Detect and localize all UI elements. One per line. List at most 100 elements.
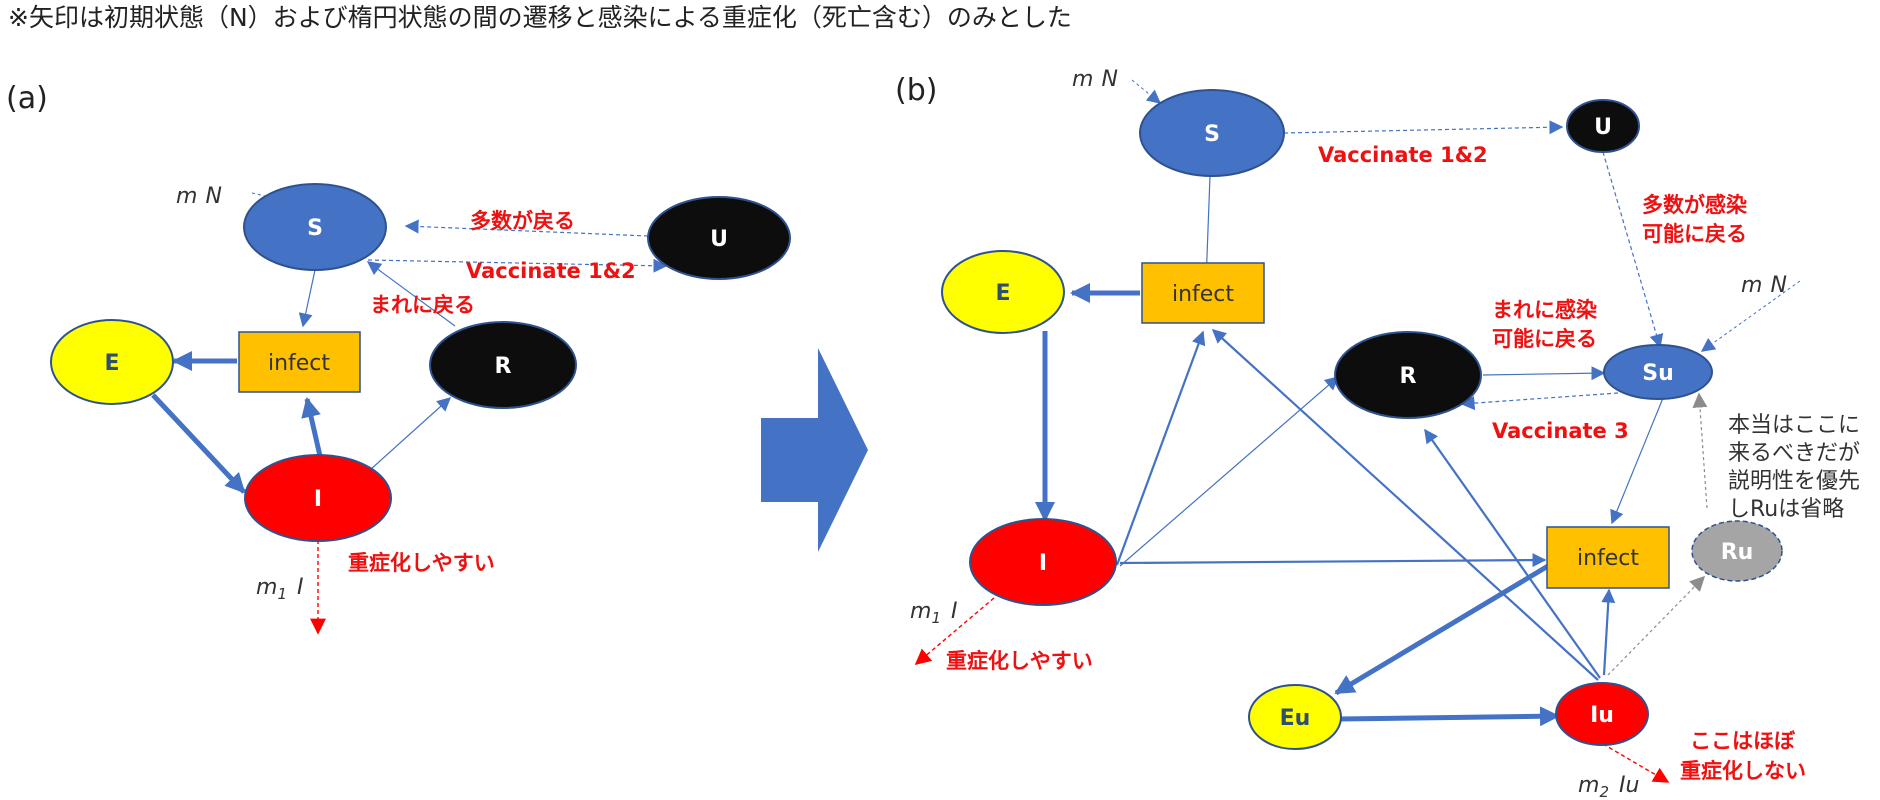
node-b-i-label: I bbox=[1039, 551, 1047, 576]
panel-a-m1: m bbox=[256, 575, 277, 600]
node-b-infect-bottom bbox=[1546, 526, 1670, 589]
panel-b-note-line3: 説明性を優先 bbox=[1728, 469, 1860, 494]
edge-b-i-severe bbox=[914, 597, 995, 666]
panel-b-label-severe: 重症化しやすい bbox=[946, 649, 1093, 673]
panel-b-note-line1: 本当はここに bbox=[1728, 413, 1860, 438]
edge-b-iu-to-infect-top bbox=[1211, 329, 1599, 681]
node-b-u-label: U bbox=[1594, 115, 1612, 140]
panel-a-inflow-n: N bbox=[205, 184, 221, 209]
node-b-ru-label: Ru bbox=[1721, 540, 1754, 565]
panel-b-label-many-line2: 可能に戻る bbox=[1642, 222, 1747, 246]
node-b-e-label: E bbox=[995, 281, 1010, 306]
edge-b-inflow-s bbox=[1131, 79, 1162, 104]
node-b-e bbox=[941, 250, 1065, 334]
panel-a-m1-sub: 1 bbox=[277, 585, 287, 603]
panel-b-label-rare-line2: 可能に戻る bbox=[1492, 327, 1597, 351]
node-a-s bbox=[243, 183, 387, 271]
panel-b-inflow2-n: N bbox=[1770, 273, 1786, 298]
node-b-r-label: R bbox=[1400, 364, 1417, 389]
node-a-r bbox=[429, 321, 577, 409]
panel-b-note-line4: しRuは省略 bbox=[1728, 497, 1844, 522]
node-a-i bbox=[244, 454, 392, 542]
node-a-s-label: S bbox=[307, 216, 323, 241]
node-a-e bbox=[50, 319, 174, 405]
node-a-e-label: E bbox=[104, 351, 119, 376]
edge-a-i-to-r bbox=[369, 397, 452, 471]
edge-b-iu-severe bbox=[1602, 743, 1670, 783]
panel-a-label-severe: 重症化しやすい bbox=[348, 551, 495, 575]
node-a-infect bbox=[238, 331, 361, 393]
edge-b-u-to-su bbox=[1602, 151, 1664, 349]
panel-a-label-vaccinate: Vaccinate 1&2 bbox=[466, 259, 636, 283]
edge-a-r-to-s bbox=[366, 261, 456, 327]
node-b-infect-top bbox=[1141, 262, 1265, 324]
transition-arrow bbox=[761, 348, 868, 552]
edge-a-e-to-i bbox=[151, 393, 246, 494]
node-b-s bbox=[1139, 89, 1285, 177]
node-b-eu-label: Eu bbox=[1280, 706, 1311, 731]
panel-b-m1: m bbox=[910, 599, 931, 624]
panel-b-inflow-m: m bbox=[1072, 67, 1093, 92]
edge-b-i-to-r bbox=[1119, 376, 1340, 567]
node-b-r bbox=[1334, 331, 1482, 419]
panel-a-label: (a) bbox=[6, 81, 48, 116]
panel-b-label: (b) bbox=[895, 73, 937, 108]
node-a-r-label: R bbox=[495, 354, 512, 379]
panel-b-inflow2-m: m bbox=[1741, 273, 1762, 298]
panel-a-inflow-m: m bbox=[176, 184, 197, 209]
edge-b-ru-to-su bbox=[1692, 392, 1708, 509]
edge-b-iu-to-ru bbox=[1607, 575, 1706, 676]
node-a-u-label: U bbox=[710, 227, 728, 252]
edge-b-infect-to-eu bbox=[1334, 560, 1555, 696]
panel-b-m1-sub: 1 bbox=[931, 609, 941, 627]
panel-b-label-vaccinate3: Vaccinate 3 bbox=[1492, 419, 1629, 443]
edge-b-iu-to-r bbox=[1424, 428, 1601, 679]
node-b-su-label: Su bbox=[1642, 361, 1674, 386]
edge-b-r-to-su bbox=[1482, 366, 1606, 381]
panel-b-label-many-line1: 多数が感染 bbox=[1642, 193, 1747, 217]
node-b-iu-label: Iu bbox=[1590, 703, 1614, 728]
node-a-u bbox=[647, 196, 791, 280]
panel-a-m1-var: I bbox=[297, 575, 304, 600]
edge-a-u-to-s bbox=[404, 219, 649, 237]
node-b-infect-bottom-label: infect bbox=[1577, 546, 1639, 571]
node-a-i-label: I bbox=[314, 487, 322, 512]
edge-b-inflow-su bbox=[1700, 280, 1801, 352]
edge-b-s-to-u bbox=[1283, 120, 1564, 135]
edge-a-s-to-u bbox=[367, 258, 668, 273]
panel-b-m2-label: m2 Iu bbox=[1578, 773, 1639, 800]
panel-b-m1-var: I bbox=[951, 599, 958, 624]
panel-b-inflow-n: N bbox=[1101, 67, 1117, 92]
panel-b-m2-var: Iu bbox=[1619, 773, 1639, 798]
panel-b: (b) S U E infec bbox=[895, 67, 1860, 800]
node-b-i bbox=[969, 518, 1117, 606]
edge-a-i-to-infect bbox=[301, 397, 323, 457]
edge-a-s-to-infect bbox=[298, 269, 316, 328]
node-b-u bbox=[1566, 99, 1640, 153]
node-b-infect-top-label: infect bbox=[1172, 282, 1234, 307]
edge-b-i-to-infect-bottom bbox=[1119, 553, 1547, 568]
panel-b-note-line2: 来るべきだが bbox=[1728, 441, 1860, 466]
node-b-su bbox=[1603, 344, 1713, 400]
panel-b-m2-sub: 2 bbox=[1599, 783, 1609, 800]
panel-a-label-many-return: 多数が戻る bbox=[470, 209, 575, 233]
node-b-eu bbox=[1248, 684, 1342, 750]
diagram-note: ※矢印は初期状態（N）および楕円状態の間の遷移と感染による重症化（死亡含む）のみ… bbox=[8, 3, 1072, 32]
edge-b-su-to-r bbox=[1460, 392, 1619, 411]
edge-b-su-to-infect bbox=[1610, 397, 1664, 525]
panel-b-label-not-severe-line1: ここはほぼ bbox=[1690, 729, 1796, 753]
panel-b-label-vaccinate12: Vaccinate 1&2 bbox=[1318, 143, 1488, 167]
panel-b-m2: m bbox=[1578, 773, 1599, 798]
node-a-infect-label: infect bbox=[268, 351, 330, 376]
edge-b-eu-to-iu bbox=[1339, 706, 1560, 727]
edge-b-i-to-infect-top bbox=[1115, 330, 1206, 566]
edge-b-iu-to-infect-bottom bbox=[1601, 588, 1616, 676]
node-b-ru bbox=[1691, 520, 1783, 582]
node-b-s-label: S bbox=[1204, 122, 1220, 147]
node-b-iu bbox=[1555, 682, 1649, 746]
